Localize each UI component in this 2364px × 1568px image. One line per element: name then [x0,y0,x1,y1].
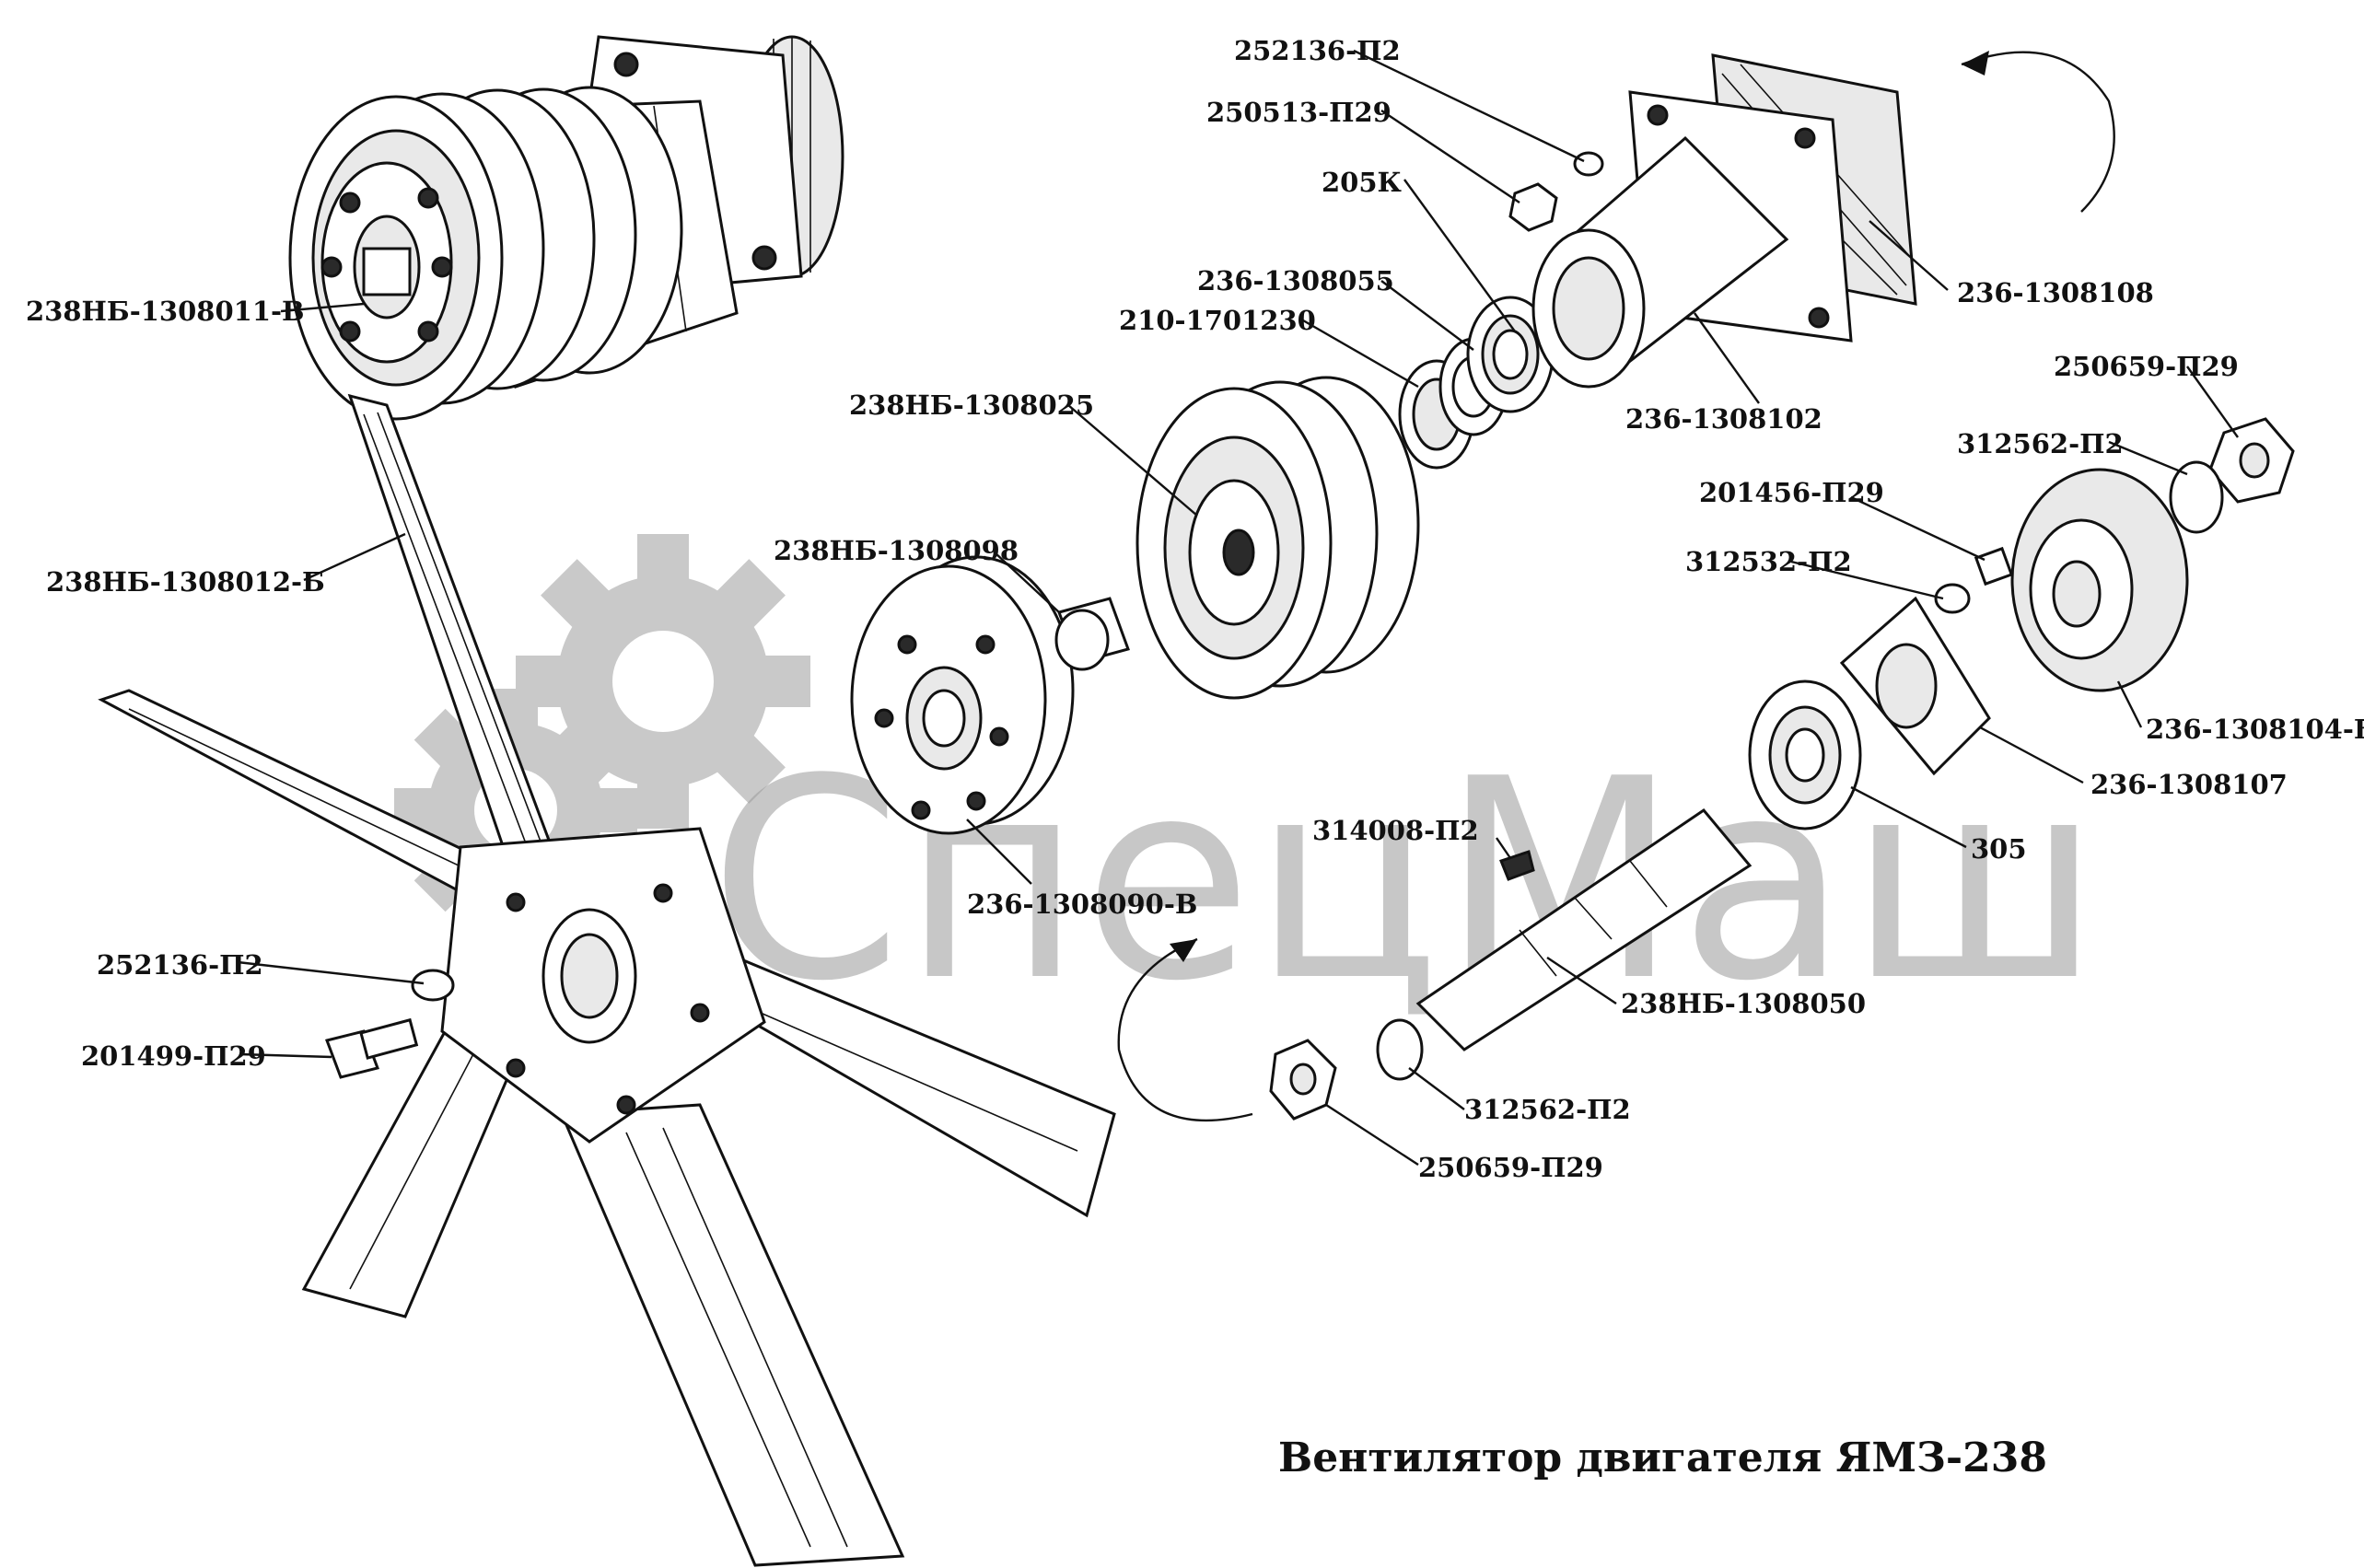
label-236-1308104-b: 236-1308104-Б [2146,714,2364,745]
key-314008 [1499,850,1535,881]
fan-impeller [98,393,1116,1567]
disc-236-1308090-v [850,555,1075,835]
pulley-238nb-1308025 [1135,376,1420,700]
rotation-arrow-bottom-head [1170,939,1197,962]
label-250659-p29-bottom: 250659-П29 [1418,1152,1603,1183]
label-312562-p2-top: 312562-П2 [1957,428,2124,459]
diagram-title: Вентилятор двигателя ЯМЗ-238 [1278,1434,2047,1481]
nut-250659-top-hole [2239,442,2270,479]
washer-252136-fan [411,969,455,1002]
nut-250659-bottom [1269,1039,1337,1121]
lockwasher-312562-bottom [1376,1018,1424,1081]
label-312562-p2-bottom: 312562-П2 [1464,1094,1631,1125]
label-201499-p29: 201499-П29 [81,1040,266,1072]
label-238nb-1308025: 238НБ-1308025 [849,389,1094,421]
label-238nb-1308012-b: 238НБ-1308012-Б [46,566,325,598]
rotation-arrow-bottom [1117,937,1253,1121]
screw-201456 [1974,546,2014,587]
label-238nb-1308011-v: 238НБ-1308011-В [26,296,305,327]
lockwasher-312562-top [2169,460,2224,534]
label-252136-p2-fan: 252136-П2 [97,949,263,981]
fan-drive-assembly [288,35,844,421]
label-252136-p2-top: 252136-П2 [1234,35,1401,66]
housing-236-1308102 [1531,90,1853,389]
label-250513-p29: 250513-П29 [1206,97,1392,128]
label-236-1308090-v: 236-1308090-В [967,889,1197,920]
label-250659-p29-top: 250659-П29 [2054,351,2239,382]
bearing-305 [1748,679,1862,830]
washer-312532 [1934,583,1971,614]
rotation-arrow-top-head [1962,51,1989,75]
label-238nb-1308098: 238НБ-1308098 [774,535,1019,566]
gear-236-1308104-b [2010,468,2189,692]
label-210-1701230: 210-1701230 [1119,305,1316,336]
washer-252136-top [1573,151,1604,177]
label-238nb-1308050: 238НБ-1308050 [1621,988,1866,1019]
bearing-205k [1466,296,1555,413]
bushing-238nb-1308098 [1054,597,1130,671]
part-labels: 238НБ-1308011-В 238НБ-1308012-Б 252136-П… [26,35,2364,1183]
label-236-1308055: 236-1308055 [1197,265,1394,296]
label-312532-p2: 312532-П2 [1685,546,1852,577]
label-201456-p29: 201456-П29 [1699,477,1884,508]
leader-lines [237,49,2239,1167]
watermark-gear-icon [394,534,810,932]
nut-250513 [1508,182,1558,232]
label-236-1308102: 236-1308102 [1625,403,1822,435]
label-314008-p2: 314008-П2 [1312,815,1479,846]
bolt-201499 [325,1017,419,1079]
label-236-1308107: 236-1308107 [2090,769,2288,800]
rotation-arrow-top [1961,51,2115,213]
flange-236-1308107 [1839,596,1991,776]
shaft-238nb-1308050 [1415,807,1753,1051]
label-205k: 205К [1322,167,1403,198]
label-236-1308108: 236-1308108 [1957,277,2154,308]
label-305: 305 [1971,833,2027,865]
